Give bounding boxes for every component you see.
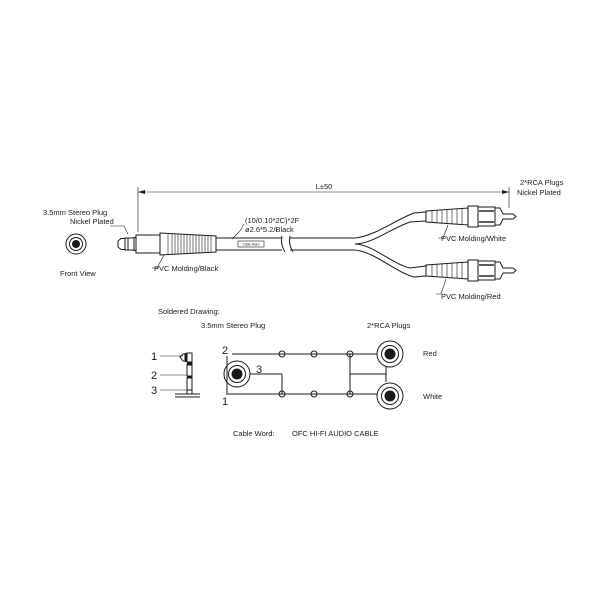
solder-wiring [228,353,387,395]
pin-label-1: 1 [151,351,157,363]
cable-split [354,211,427,278]
front-view-icon [65,233,87,255]
cable-spec-leader [231,223,245,240]
solder-jack-socket-icon [223,356,251,395]
solder-junctions [278,350,354,398]
red-label: Red [423,349,437,358]
jack-plug-plating-label: Nickel Plated [70,217,114,226]
molding-black-leader [152,254,165,269]
molding-white-leader [438,224,449,239]
socket-label-3: 3 [256,364,262,376]
length-label: L±50 [316,182,333,191]
length-dimension: L±50 [137,182,510,232]
molding-red-label: PVC Molding/Red [441,292,501,301]
cable-spec-line1: (10/0.10*2C)*2F [245,216,300,225]
socket-label-2: 2 [222,345,228,357]
pin-label-3: 3 [151,385,157,397]
molding-black-label: PVC Molding/Black [154,264,218,273]
front-view-label: Front View [60,269,96,278]
solder-rca-white-icon [376,382,404,410]
solder-rca-red-icon [376,340,404,368]
white-label: White [423,392,442,401]
pin-label-2: 2 [151,370,157,382]
rca-plug-label: 2*RCA Plugs [520,178,564,187]
jack-plug-leader [110,225,129,235]
cable-word-value: OFC HI-FI AUDIO CABLE [292,429,379,438]
solder-jack-plug-label: 3.5mm Stereo Plug [201,321,265,330]
jack-plug-icon [117,232,217,256]
solder-jack-plug-icon [160,352,200,398]
rca-plug-white-icon [425,205,517,228]
solder-title: Soldered Drawing: [158,307,220,316]
rca-plug-red-icon [425,259,517,282]
cable-spec-line2: ø2.6*5.2/Black [245,225,294,234]
solder-rca-plugs-label: 2*RCA Plugs [367,321,411,330]
cable-word-label: Cable Word: [233,429,275,438]
main-cable: Cable Word [216,235,355,253]
jack-plug-label: 3.5mm Stereo Plug [43,208,107,217]
cable-mark-text: Cable Word [243,243,260,247]
molding-red-leader [436,278,447,295]
rca-plug-plating-label: Nickel Plated [517,188,561,197]
socket-label-1: 1 [222,396,228,408]
molding-white-label: PVC Molding/White [441,234,506,243]
